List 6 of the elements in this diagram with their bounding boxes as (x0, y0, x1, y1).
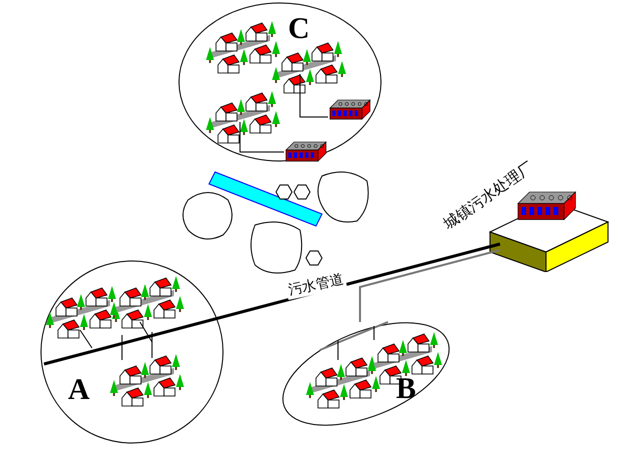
pipe-line (44, 242, 500, 366)
area-letter: C (288, 14, 310, 44)
plant-label: 城镇污水处理厂 (440, 158, 537, 234)
area-letter: B (396, 374, 416, 404)
pipe-line (359, 249, 500, 322)
area-letter: A (68, 375, 90, 405)
